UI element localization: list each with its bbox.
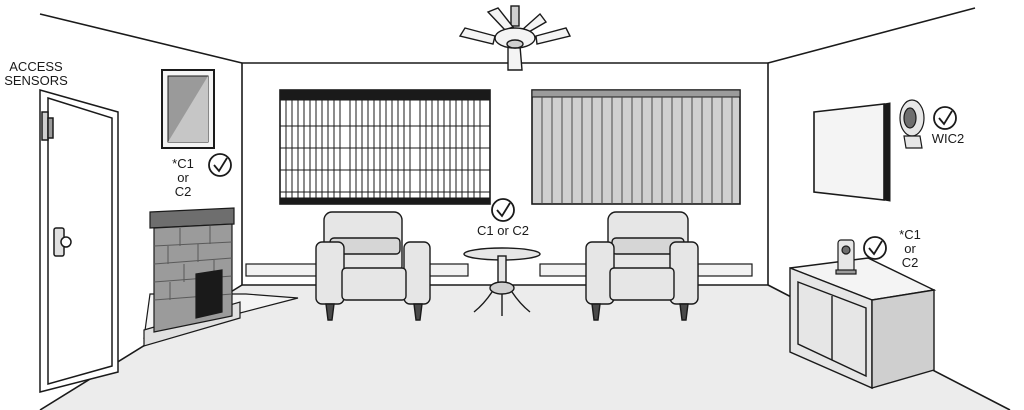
security-camera-icon	[899, 99, 925, 149]
access-sensors-label: ACCESS SENSORS	[4, 60, 68, 88]
table-camera-label: C1 or C2	[476, 223, 530, 238]
indoor-camera-icon	[835, 239, 857, 275]
baseboard-heaters	[245, 263, 753, 277]
side-table	[463, 247, 541, 316]
room-structure	[39, 7, 1011, 410]
fireplace-c1: *C1	[172, 156, 194, 171]
window-left	[279, 89, 491, 205]
check-circle-icon	[933, 106, 957, 130]
entry-door	[39, 89, 119, 393]
fireplace	[143, 207, 299, 347]
fireplace-or: or	[177, 170, 189, 185]
door-sensor-icon	[41, 111, 49, 141]
ceiling-fan-icon	[458, 5, 572, 71]
wall-picture	[161, 69, 215, 149]
tv-stand-c1: *C1	[899, 227, 921, 242]
access-sensors-line1: ACCESS	[9, 59, 63, 74]
check-circle-icon	[208, 153, 232, 177]
floor	[40, 285, 1010, 410]
fireplace-camera-label: *C1 or C2	[163, 157, 203, 199]
tv-stand-c2: C2	[901, 255, 919, 270]
wall-tv	[813, 102, 891, 202]
vertical-blinds	[531, 89, 741, 205]
check-circle-icon	[863, 236, 887, 260]
tv-stand	[789, 257, 937, 390]
access-sensors-line2: SENSORS	[4, 73, 68, 88]
fireplace-c2: C2	[174, 184, 192, 199]
armchair-left	[315, 211, 431, 321]
tv-stand-or: or	[904, 241, 916, 256]
check-circle-icon	[491, 198, 515, 222]
armchair-right	[585, 211, 699, 321]
tv-stand-camera-label: *C1 or C2	[890, 228, 930, 270]
wall-camera-label: WIC2	[931, 131, 965, 146]
